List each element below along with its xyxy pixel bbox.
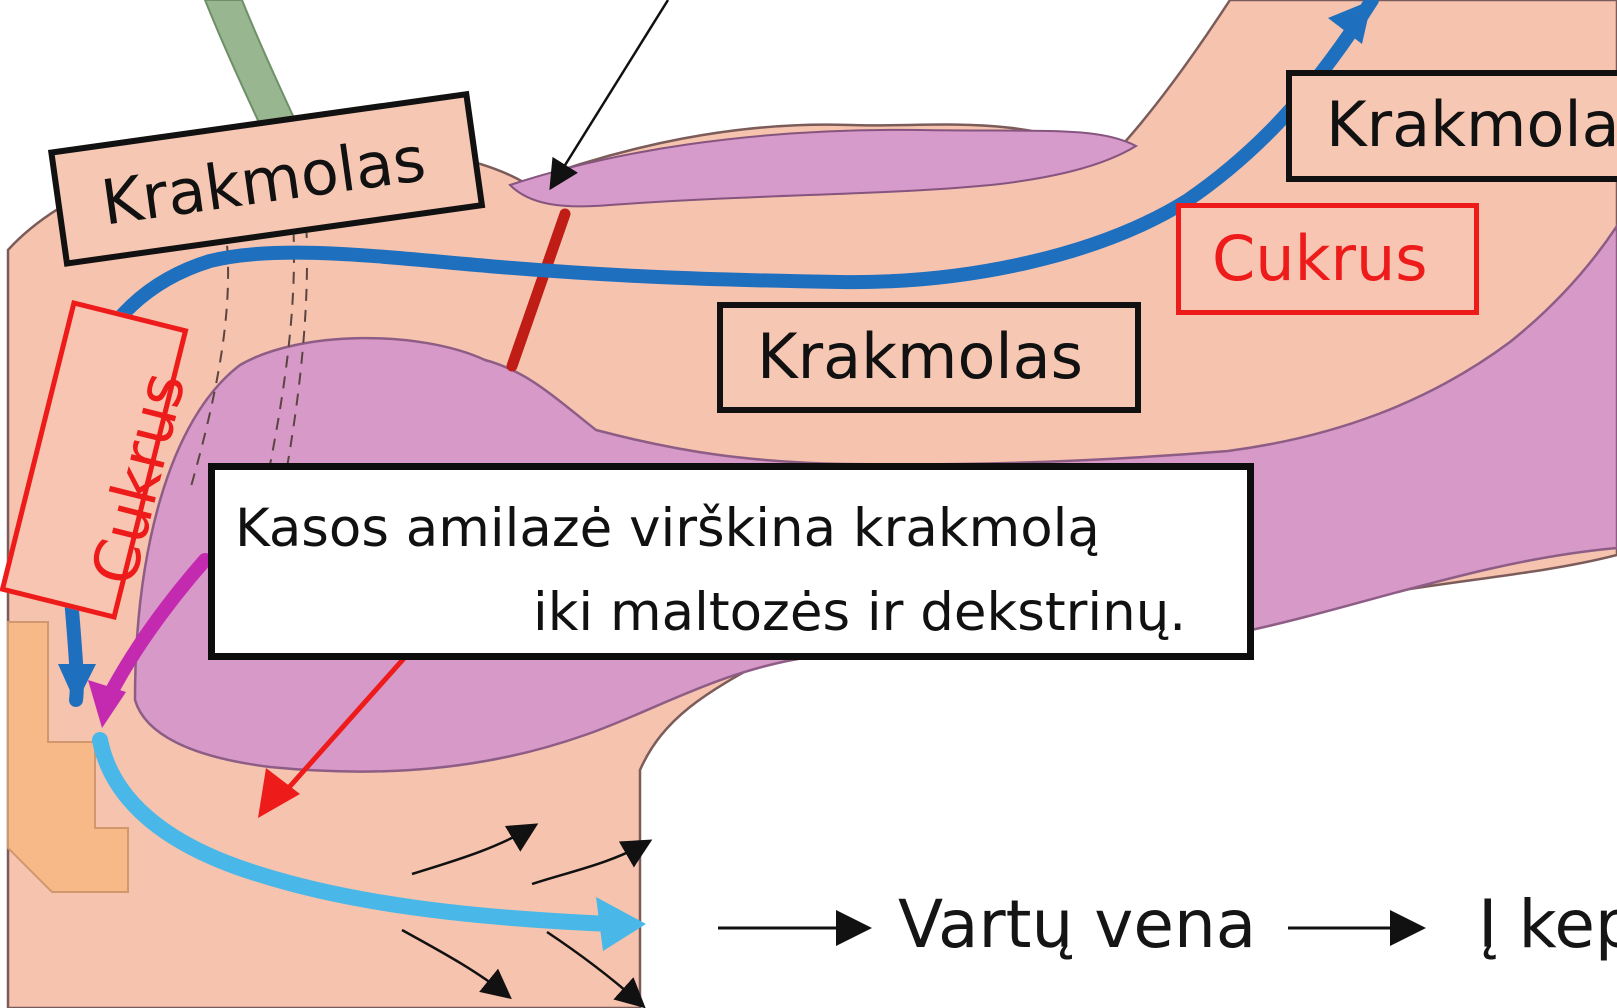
starch-label-right-box: Krakmola [1286,70,1617,182]
starch-label-right: Krakmola [1326,94,1617,156]
sugar-label-right-box: Cukrus [1176,203,1479,315]
enzyme-note-line-1: Kasos amilazė virškina krakmolą [235,498,1100,559]
portal-vein-label: Vartų vena [898,892,1256,958]
starch-label-middle: Krakmolas [757,326,1083,388]
starch-label-left: Krakmolas [98,128,429,235]
enzyme-note-line-2: iki maltozės ir dekstrinų. [533,582,1186,643]
sugar-label-right: Cukrus [1212,228,1428,290]
enzyme-note-box: Kasos amilazė virškina krakmolą iki malt… [208,463,1254,660]
to-liver-label: Į kep [1478,892,1617,958]
starch-label-middle-box: Krakmolas [717,302,1141,413]
